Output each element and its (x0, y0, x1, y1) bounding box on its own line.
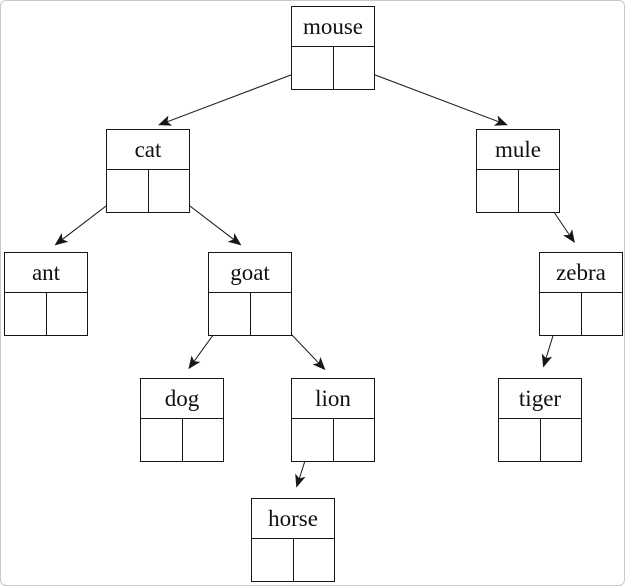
pointer-cells (292, 47, 374, 89)
left-pointer-cell (107, 170, 149, 212)
pointer-cells (209, 293, 291, 335)
node-mule: mule (476, 129, 560, 213)
node-ant: ant (4, 252, 88, 336)
node-horse: horse (251, 498, 335, 582)
node-goat: goat (208, 252, 292, 336)
right-pointer-cell (582, 293, 623, 335)
left-pointer-cell (540, 293, 582, 335)
node-cat: cat (106, 129, 190, 213)
node-label: cat (107, 130, 189, 170)
node-dog: dog (140, 378, 224, 462)
node-label: goat (209, 253, 291, 293)
left-pointer-cell (292, 419, 334, 461)
right-pointer-cell (47, 293, 88, 335)
node-label: tiger (499, 379, 581, 419)
edge-mouse-mule (353, 66, 508, 126)
pointer-cells (141, 419, 223, 461)
left-pointer-cell (252, 539, 294, 581)
left-pointer-cell (209, 293, 251, 335)
right-pointer-cell (149, 170, 190, 212)
node-label: dog (141, 379, 223, 419)
right-pointer-cell (183, 419, 224, 461)
node-zebra: zebra (539, 252, 623, 336)
pointer-cells (107, 170, 189, 212)
pointer-cells (477, 170, 559, 212)
node-label: lion (292, 379, 374, 419)
right-pointer-cell (251, 293, 292, 335)
pointer-cells (5, 293, 87, 335)
right-pointer-cell (334, 419, 375, 461)
pointer-cells (499, 419, 581, 461)
node-label: horse (252, 499, 334, 539)
right-pointer-cell (519, 170, 560, 212)
left-pointer-cell (292, 47, 334, 89)
left-pointer-cell (477, 170, 519, 212)
node-label: zebra (540, 253, 622, 293)
right-pointer-cell (541, 419, 582, 461)
node-label: mule (477, 130, 559, 170)
node-lion: lion (291, 378, 375, 462)
node-mouse: mouse (291, 6, 375, 90)
right-pointer-cell (294, 539, 335, 581)
pointer-cells (540, 293, 622, 335)
pointer-cells (252, 539, 334, 581)
node-tiger: tiger (498, 378, 582, 462)
left-pointer-cell (499, 419, 541, 461)
left-pointer-cell (141, 419, 183, 461)
node-label: ant (5, 253, 87, 293)
right-pointer-cell (334, 47, 375, 89)
left-pointer-cell (5, 293, 47, 335)
edge-mouse-cat (158, 66, 313, 126)
node-label: mouse (292, 7, 374, 47)
pointer-cells (292, 419, 374, 461)
